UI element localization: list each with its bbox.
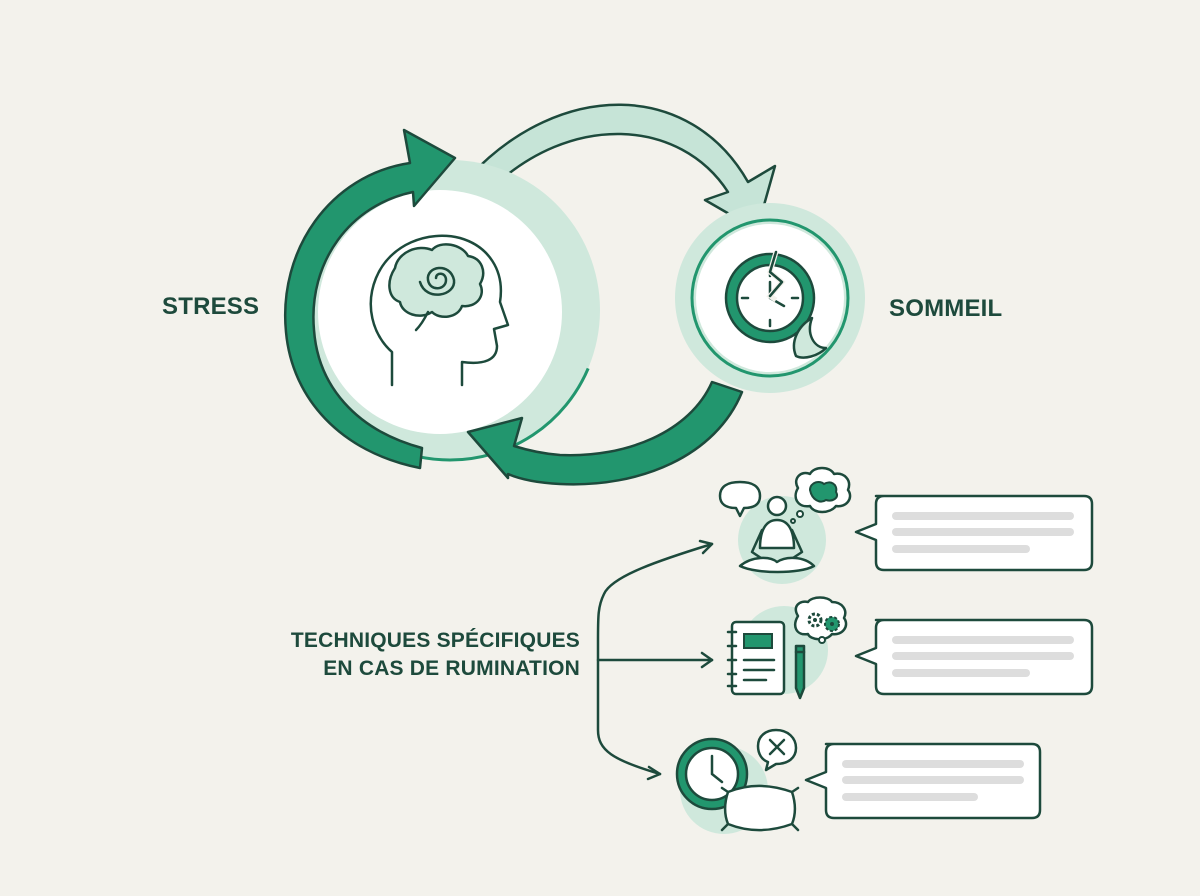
- meditation-person-icon: [718, 466, 852, 584]
- broken-clock-moon-icon: [724, 250, 828, 359]
- journal-notebook-icon: [726, 596, 848, 700]
- stress-label: STRESS: [162, 293, 260, 320]
- arrow-sleep-to-stress: [466, 380, 744, 486]
- callout-box-2: [854, 618, 1094, 696]
- techniques-label-line-1: TECHNIQUES SPÉCIFIQUES: [290, 629, 580, 652]
- sleep-label: SOMMEIL: [889, 295, 1003, 322]
- techniques-label-line-2: EN CAS DE RUMINATION: [323, 657, 580, 680]
- arrow-stress-to-sleep: [468, 103, 777, 232]
- callout-box-1: [854, 494, 1094, 572]
- arrow-stress-cycle-left: [283, 128, 457, 470]
- techniques-label: TECHNIQUES SPÉCIFIQUES EN CAS DE RUMINAT…: [250, 627, 580, 683]
- callout-box-3: [804, 742, 1042, 820]
- head-brain-spiral-icon: [369, 234, 510, 387]
- clock-pillow-icon: [675, 728, 800, 834]
- technique-connectors: [596, 539, 714, 781]
